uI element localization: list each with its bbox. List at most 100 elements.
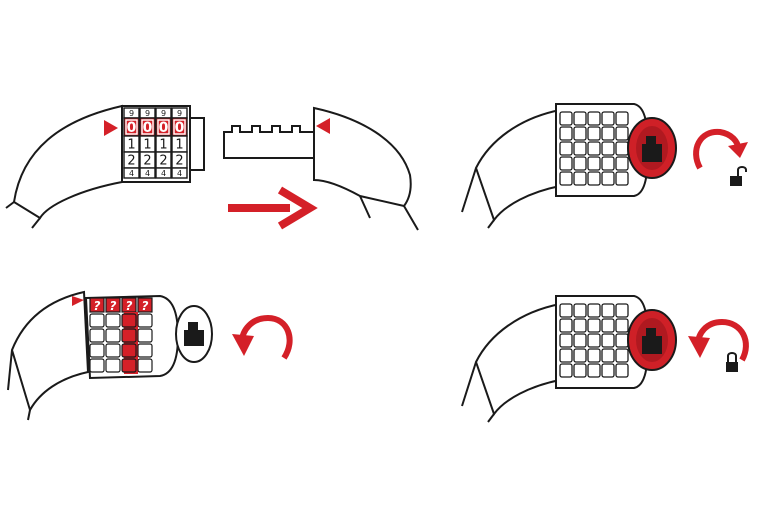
digit-label: 9 [145,109,150,118]
digit-cell-frame [173,119,186,135]
drum-cell [587,333,601,348]
drum-cell [587,111,601,126]
unlocked-padlock-icon [730,166,747,186]
combination-drum-new-code: ???? [84,294,180,380]
drum-cell [615,126,629,141]
drum-cell [573,363,587,378]
drum-cell [573,333,587,348]
drum-cell [573,348,587,363]
insert-arrow [228,186,318,230]
digit-cell [155,167,172,179]
rotate-counterclockwise-arrow [695,318,749,362]
drum-cell [137,328,153,343]
drum-cell [601,156,615,171]
drum-cell [121,328,137,343]
drum-cell [601,171,615,186]
drum-cell [559,156,573,171]
drum-cell [573,171,587,186]
drum-cell [559,333,573,348]
drum-cell [559,303,573,318]
drum-cell [587,348,601,363]
new-code-digit: ? [126,299,133,313]
drum-cell [559,111,573,126]
new-code-digit: ? [110,299,117,313]
drum-cell [105,328,121,343]
drum-cell [121,313,137,328]
drum-cell [573,141,587,156]
drum-cell [89,313,105,328]
digit-label: 1 [159,138,167,153]
digit-label: 4 [145,169,150,178]
drum-cell [573,303,587,318]
housing-cap [189,117,205,171]
cable-body [474,108,561,223]
drum-cell [601,141,615,156]
drum-cell [601,333,615,348]
digit-label: 4 [129,169,134,178]
digit-cell [171,167,188,179]
new-code-cell [137,297,153,313]
drum-cell [559,171,573,186]
indicator-triangle-small [72,296,84,306]
cable-body [474,302,561,417]
drum-cell [615,363,629,378]
combination-drum [555,103,650,197]
drum-cell [615,333,629,348]
digit-label: 9 [161,109,166,118]
digit-cell [139,167,156,179]
new-code-cell [89,297,105,313]
drum-cell [137,343,153,358]
drum-cell [559,363,573,378]
digit-cell [123,167,140,179]
drum-cell [615,156,629,171]
drum-cell [105,343,121,358]
drum-cell [615,111,629,126]
locked-padlock-icon [726,352,738,372]
drum-cell [137,313,153,328]
cable-body [10,290,90,413]
drum-cell [559,318,573,333]
rotate-counterclockwise-arrowhead [232,334,254,356]
rotate-clockwise-arrowhead [728,142,748,158]
drum-cell [587,156,601,171]
drum-cell [105,313,121,328]
cable-end [7,349,31,421]
digit-label: 1 [143,138,151,153]
drum-cell [601,318,615,333]
digit-label: 9 [129,109,134,118]
digit-label: 0 [159,120,169,136]
drum-cell [601,363,615,378]
digit-label: 2 [143,154,151,169]
rotate-counterclockwise-arrowhead [688,336,710,358]
drum-cell [587,126,601,141]
panel-rotate-open [461,103,748,229]
drum-cell [587,171,601,186]
drum-cell [615,318,629,333]
drum-cell [615,348,629,363]
cable-receiver [313,106,412,208]
digit-cell-frame [125,119,138,135]
digit-label: 1 [175,138,183,153]
drum-cell [137,358,153,373]
drum-cell [121,343,137,358]
drum-cell [573,111,587,126]
drum-cell [573,318,587,333]
drum-cell [615,303,629,318]
digit-cell-frame [141,119,154,135]
drum-cell [105,358,121,373]
cable-end [461,167,495,229]
digit-label: 2 [159,154,167,169]
digit-label: 4 [161,169,166,178]
drum-cell [601,348,615,363]
drum-cell [615,141,629,156]
new-code-digit: ? [94,299,101,313]
drum-cell [573,126,587,141]
drum-cell [89,358,105,373]
drum-cell [601,126,615,141]
keyhole-icon [642,136,662,162]
combination-drum [555,295,650,389]
